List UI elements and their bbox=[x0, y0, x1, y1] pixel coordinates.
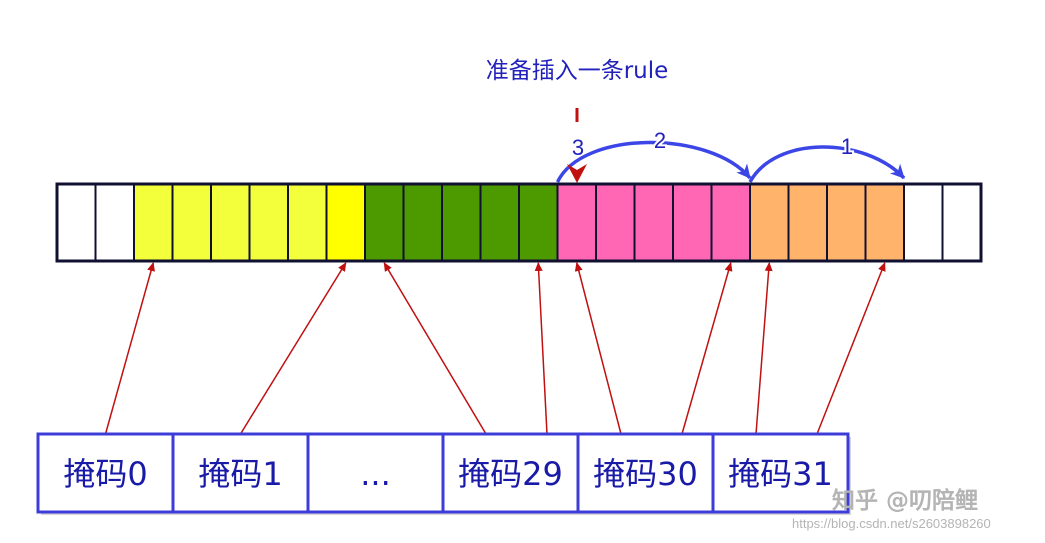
step-label-1: 1 bbox=[841, 134, 853, 159]
mask-pointer-arrow bbox=[755, 262, 773, 435]
array-outline bbox=[55, 182, 983, 263]
step-label-3: 3 bbox=[572, 135, 584, 160]
mask-label: 掩码0 bbox=[63, 455, 147, 493]
mask-box: 掩码31 bbox=[711, 432, 851, 515]
array-cell bbox=[94, 183, 135, 262]
csdn-watermark: https://blog.csdn.net/s2603898260 bbox=[792, 516, 991, 531]
rule-slot-array bbox=[55, 182, 983, 263]
zhihu-watermark: 知乎 @叨陪鲤 bbox=[832, 488, 979, 514]
array-cell bbox=[402, 183, 443, 262]
rule-shift-arrows bbox=[555, 140, 906, 183]
array-cell bbox=[710, 183, 751, 262]
mask-label: 掩码30 bbox=[593, 455, 698, 493]
mask-pointer-arrow bbox=[383, 262, 487, 435]
shift-arrow bbox=[555, 140, 752, 183]
mask-pointer-arrow bbox=[574, 262, 622, 435]
array-cell bbox=[672, 183, 713, 262]
mask-pointer-arrow bbox=[104, 262, 155, 435]
array-cell bbox=[787, 183, 828, 262]
array-cell bbox=[210, 183, 251, 262]
mask-box: 掩码0 bbox=[36, 432, 176, 515]
mask-pointer-arrow bbox=[681, 262, 733, 435]
array-cell bbox=[556, 183, 597, 262]
shift-arrow bbox=[748, 145, 906, 183]
diagram-title: 准备插入一条rule bbox=[486, 58, 669, 84]
mask-label: 掩码29 bbox=[458, 455, 563, 493]
array-cell bbox=[364, 183, 405, 262]
mask-box: 掩码30 bbox=[576, 432, 716, 515]
array-cell bbox=[633, 183, 674, 262]
step-label-2: 2 bbox=[654, 128, 666, 153]
array-cell bbox=[749, 183, 790, 262]
array-cell bbox=[287, 183, 328, 262]
mask-box: ... bbox=[306, 432, 446, 515]
array-cell bbox=[171, 183, 212, 262]
mask-pointer-arrow bbox=[534, 262, 548, 435]
mask-pointer-arrow bbox=[816, 262, 886, 435]
array-cell bbox=[595, 183, 636, 262]
array-cell bbox=[864, 183, 905, 262]
array-cell bbox=[941, 183, 982, 262]
mask-pointer-arrow bbox=[239, 262, 347, 435]
mask-box: 掩码29 bbox=[441, 432, 581, 515]
array-cell bbox=[248, 183, 289, 262]
mask-label: ... bbox=[360, 455, 391, 493]
array-cell bbox=[903, 183, 944, 262]
mask-pointer-arrows bbox=[104, 262, 886, 435]
array-cell bbox=[826, 183, 867, 262]
insert-point-marker bbox=[567, 108, 587, 183]
mask-list: 掩码0 掩码1... 掩码29 掩码30 掩码31 bbox=[36, 432, 851, 515]
array-cell bbox=[133, 183, 174, 262]
array-cell bbox=[56, 183, 97, 262]
mask-box: 掩码1 bbox=[171, 432, 311, 515]
array-cell bbox=[518, 183, 559, 262]
array-cell bbox=[325, 183, 366, 262]
array-cell bbox=[441, 183, 482, 262]
mask-label: 掩码31 bbox=[728, 455, 833, 493]
array-cell bbox=[479, 183, 520, 262]
mask-label: 掩码1 bbox=[198, 455, 282, 493]
